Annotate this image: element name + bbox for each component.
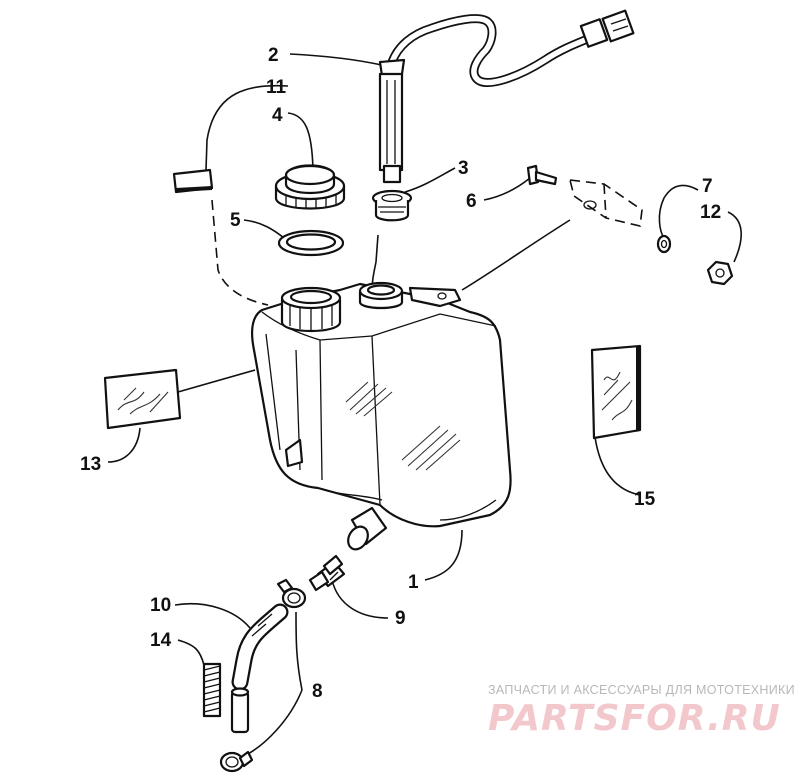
label-14: 14 — [150, 630, 172, 651]
clamp-upper — [276, 578, 307, 609]
part-number-labels: 2 11 4 3 7 6 12 5 13 15 1 10 9 14 8 — [80, 45, 721, 702]
label-8: 8 — [312, 681, 323, 702]
label-11: 11 — [266, 77, 287, 98]
watermark-caption: ЗАПЧАСТИ И АКСЕССУАРЫ ДЛЯ МОТОТЕХНИКИ — [488, 683, 795, 697]
label-9: 9 — [395, 608, 406, 629]
pad-11 — [172, 168, 214, 194]
clamp-lower — [219, 750, 254, 773]
label-7: 7 — [702, 176, 713, 197]
filler-cap — [274, 164, 346, 210]
level-sensor-tube — [378, 58, 406, 184]
watermark-logo-text: PARTSFOR.RU — [488, 698, 781, 739]
label-3: 3 — [458, 158, 469, 179]
watermark-logo: PARTSFOR.RU — [488, 698, 781, 739]
hose-10 — [230, 603, 289, 734]
label-15: 15 — [634, 489, 656, 510]
o-ring — [277, 229, 345, 257]
pad-15 — [590, 344, 642, 440]
bolt-bracket-hardware — [526, 164, 734, 286]
label-2: 2 — [268, 45, 279, 66]
label-12: 12 — [700, 202, 721, 223]
sensor-wire-harness — [387, 9, 635, 87]
label-1: 1 — [408, 572, 419, 593]
grommet — [371, 189, 413, 222]
pad-13 — [103, 368, 182, 430]
oil-tank — [251, 281, 512, 551]
leader-lines — [107, 53, 742, 756]
spring-14 — [202, 662, 222, 718]
label-13: 13 — [80, 454, 101, 475]
label-5: 5 — [230, 210, 241, 231]
label-4: 4 — [272, 105, 283, 126]
hose-fitting — [308, 554, 346, 592]
label-6: 6 — [466, 191, 477, 212]
label-10: 10 — [150, 595, 171, 616]
